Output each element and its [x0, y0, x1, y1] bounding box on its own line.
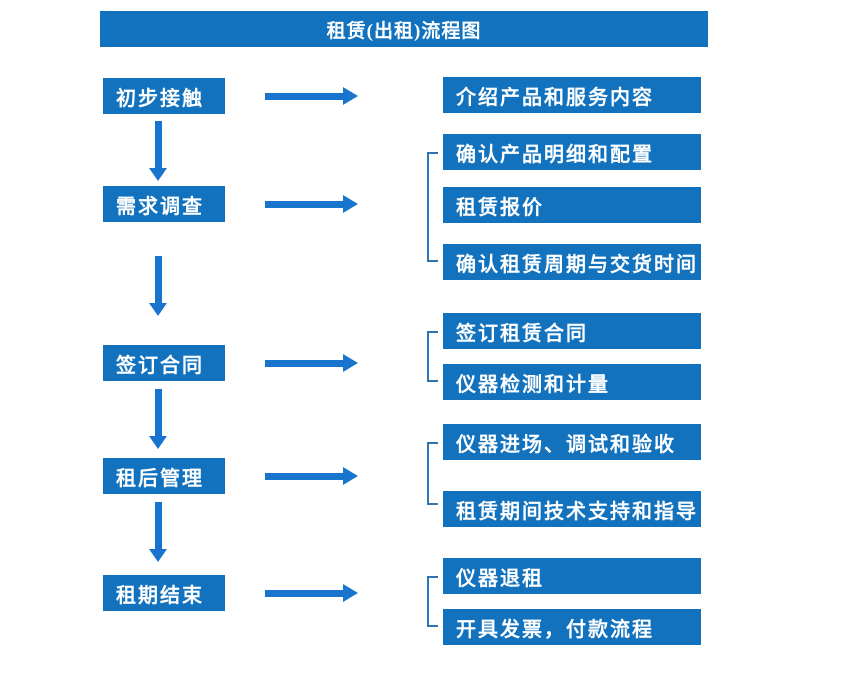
arrow-right-icon [265, 354, 358, 372]
detail-box-introduce-products-services: 介绍产品和服务内容 [443, 77, 701, 113]
step-box-sign-contract: 签订合同 [103, 345, 225, 381]
detail-box-instrument-entry-debug-acceptance: 仪器进场、调试和验收 [443, 424, 701, 460]
detail-box-confirm-product-details: 确认产品明细和配置 [443, 134, 701, 170]
step-box-initial-contact: 初步接触 [103, 78, 225, 114]
arrow-right-icon [265, 195, 358, 213]
arrow-down-icon [149, 502, 167, 562]
detail-box-technical-support-guidance: 租赁期间技术支持和指导 [443, 491, 701, 527]
arrow-right-icon [265, 584, 358, 602]
flowchart-title: 租赁(出租)流程图 [100, 11, 708, 47]
detail-box-instrument-testing-metering: 仪器检测和计量 [443, 364, 701, 400]
step-box-demand-survey: 需求调查 [103, 186, 225, 222]
step-box-lease-end: 租期结束 [103, 575, 225, 611]
arrow-down-icon [149, 121, 167, 181]
arrow-down-icon [149, 389, 167, 449]
detail-box-instrument-return: 仪器退租 [443, 558, 701, 594]
detail-box-confirm-period-delivery: 确认租赁周期与交货时间 [443, 244, 701, 280]
detail-box-invoice-payment-process: 开具发票，付款流程 [443, 609, 701, 645]
detail-box-rental-quote: 租赁报价 [443, 187, 701, 223]
arrow-down-icon [149, 256, 167, 316]
bracket-connector [427, 331, 438, 382]
arrow-right-icon [265, 467, 358, 485]
step-box-post-rental-management: 租后管理 [103, 458, 225, 494]
detail-box-sign-rental-contract: 签订租赁合同 [443, 313, 701, 349]
bracket-connector [427, 442, 438, 505]
bracket-connector [427, 576, 438, 627]
arrow-right-icon [265, 87, 358, 105]
bracket-connector [427, 152, 438, 262]
